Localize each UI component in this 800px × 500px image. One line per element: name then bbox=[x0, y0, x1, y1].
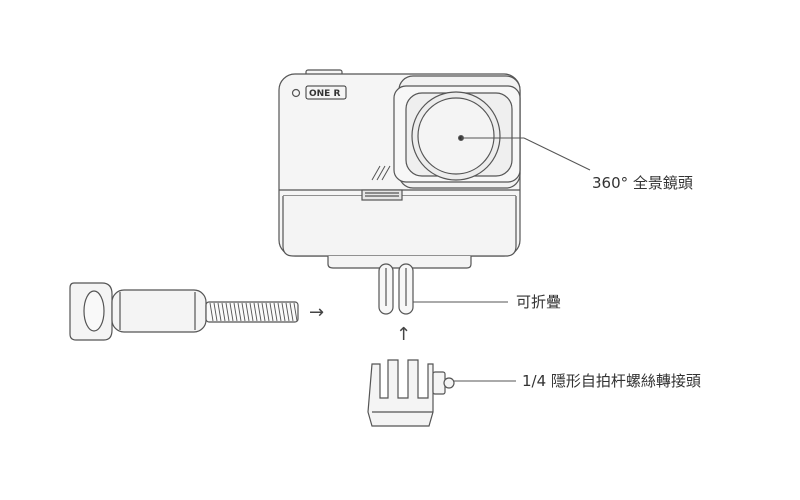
lens-label: 360° 全景鏡頭 bbox=[592, 174, 693, 192]
selfie-stick bbox=[69, 282, 299, 341]
brand-logo: ONE R bbox=[305, 85, 347, 100]
thread-line bbox=[249, 302, 254, 322]
thread-line bbox=[217, 302, 222, 322]
thread-line bbox=[277, 302, 282, 322]
thread-line bbox=[253, 302, 258, 322]
brand-logo-text: ONE R bbox=[309, 89, 340, 99]
thread-line bbox=[269, 302, 274, 322]
status-light bbox=[291, 88, 301, 98]
thread-line bbox=[257, 302, 262, 322]
arrow-right-icon: → bbox=[309, 302, 324, 323]
screw-adapter bbox=[367, 359, 455, 427]
thread-line bbox=[245, 302, 250, 322]
thread-line bbox=[241, 302, 246, 322]
thread-line bbox=[261, 302, 266, 322]
thread-line bbox=[237, 302, 242, 322]
thread-line bbox=[273, 302, 278, 322]
thread-line bbox=[289, 302, 294, 322]
thread-line bbox=[209, 302, 214, 322]
thread-line bbox=[225, 302, 230, 322]
foldable-label: 可折疊 bbox=[516, 293, 561, 311]
adapter-label: 1/4 隱形自拍杆螺絲轉接頭 bbox=[522, 372, 701, 390]
hatch-marks bbox=[371, 165, 391, 181]
thread-line bbox=[281, 302, 286, 322]
lens-callout: 360° 全景鏡頭 bbox=[461, 137, 693, 192]
lens bbox=[411, 91, 501, 181]
thread-line bbox=[221, 302, 226, 322]
adapter-callout: 1/4 隱形自拍杆螺絲轉接頭 bbox=[454, 372, 701, 390]
foldable-mount bbox=[378, 263, 414, 315]
arrow-up-icon: ↑ bbox=[396, 324, 411, 345]
thread-line bbox=[285, 302, 290, 322]
thread-line bbox=[233, 302, 238, 322]
latch bbox=[361, 189, 403, 201]
thread-line bbox=[213, 302, 218, 322]
thread-line bbox=[293, 302, 298, 322]
thread-pattern bbox=[209, 302, 298, 322]
thread-line bbox=[265, 302, 270, 322]
thread-line bbox=[229, 302, 234, 322]
